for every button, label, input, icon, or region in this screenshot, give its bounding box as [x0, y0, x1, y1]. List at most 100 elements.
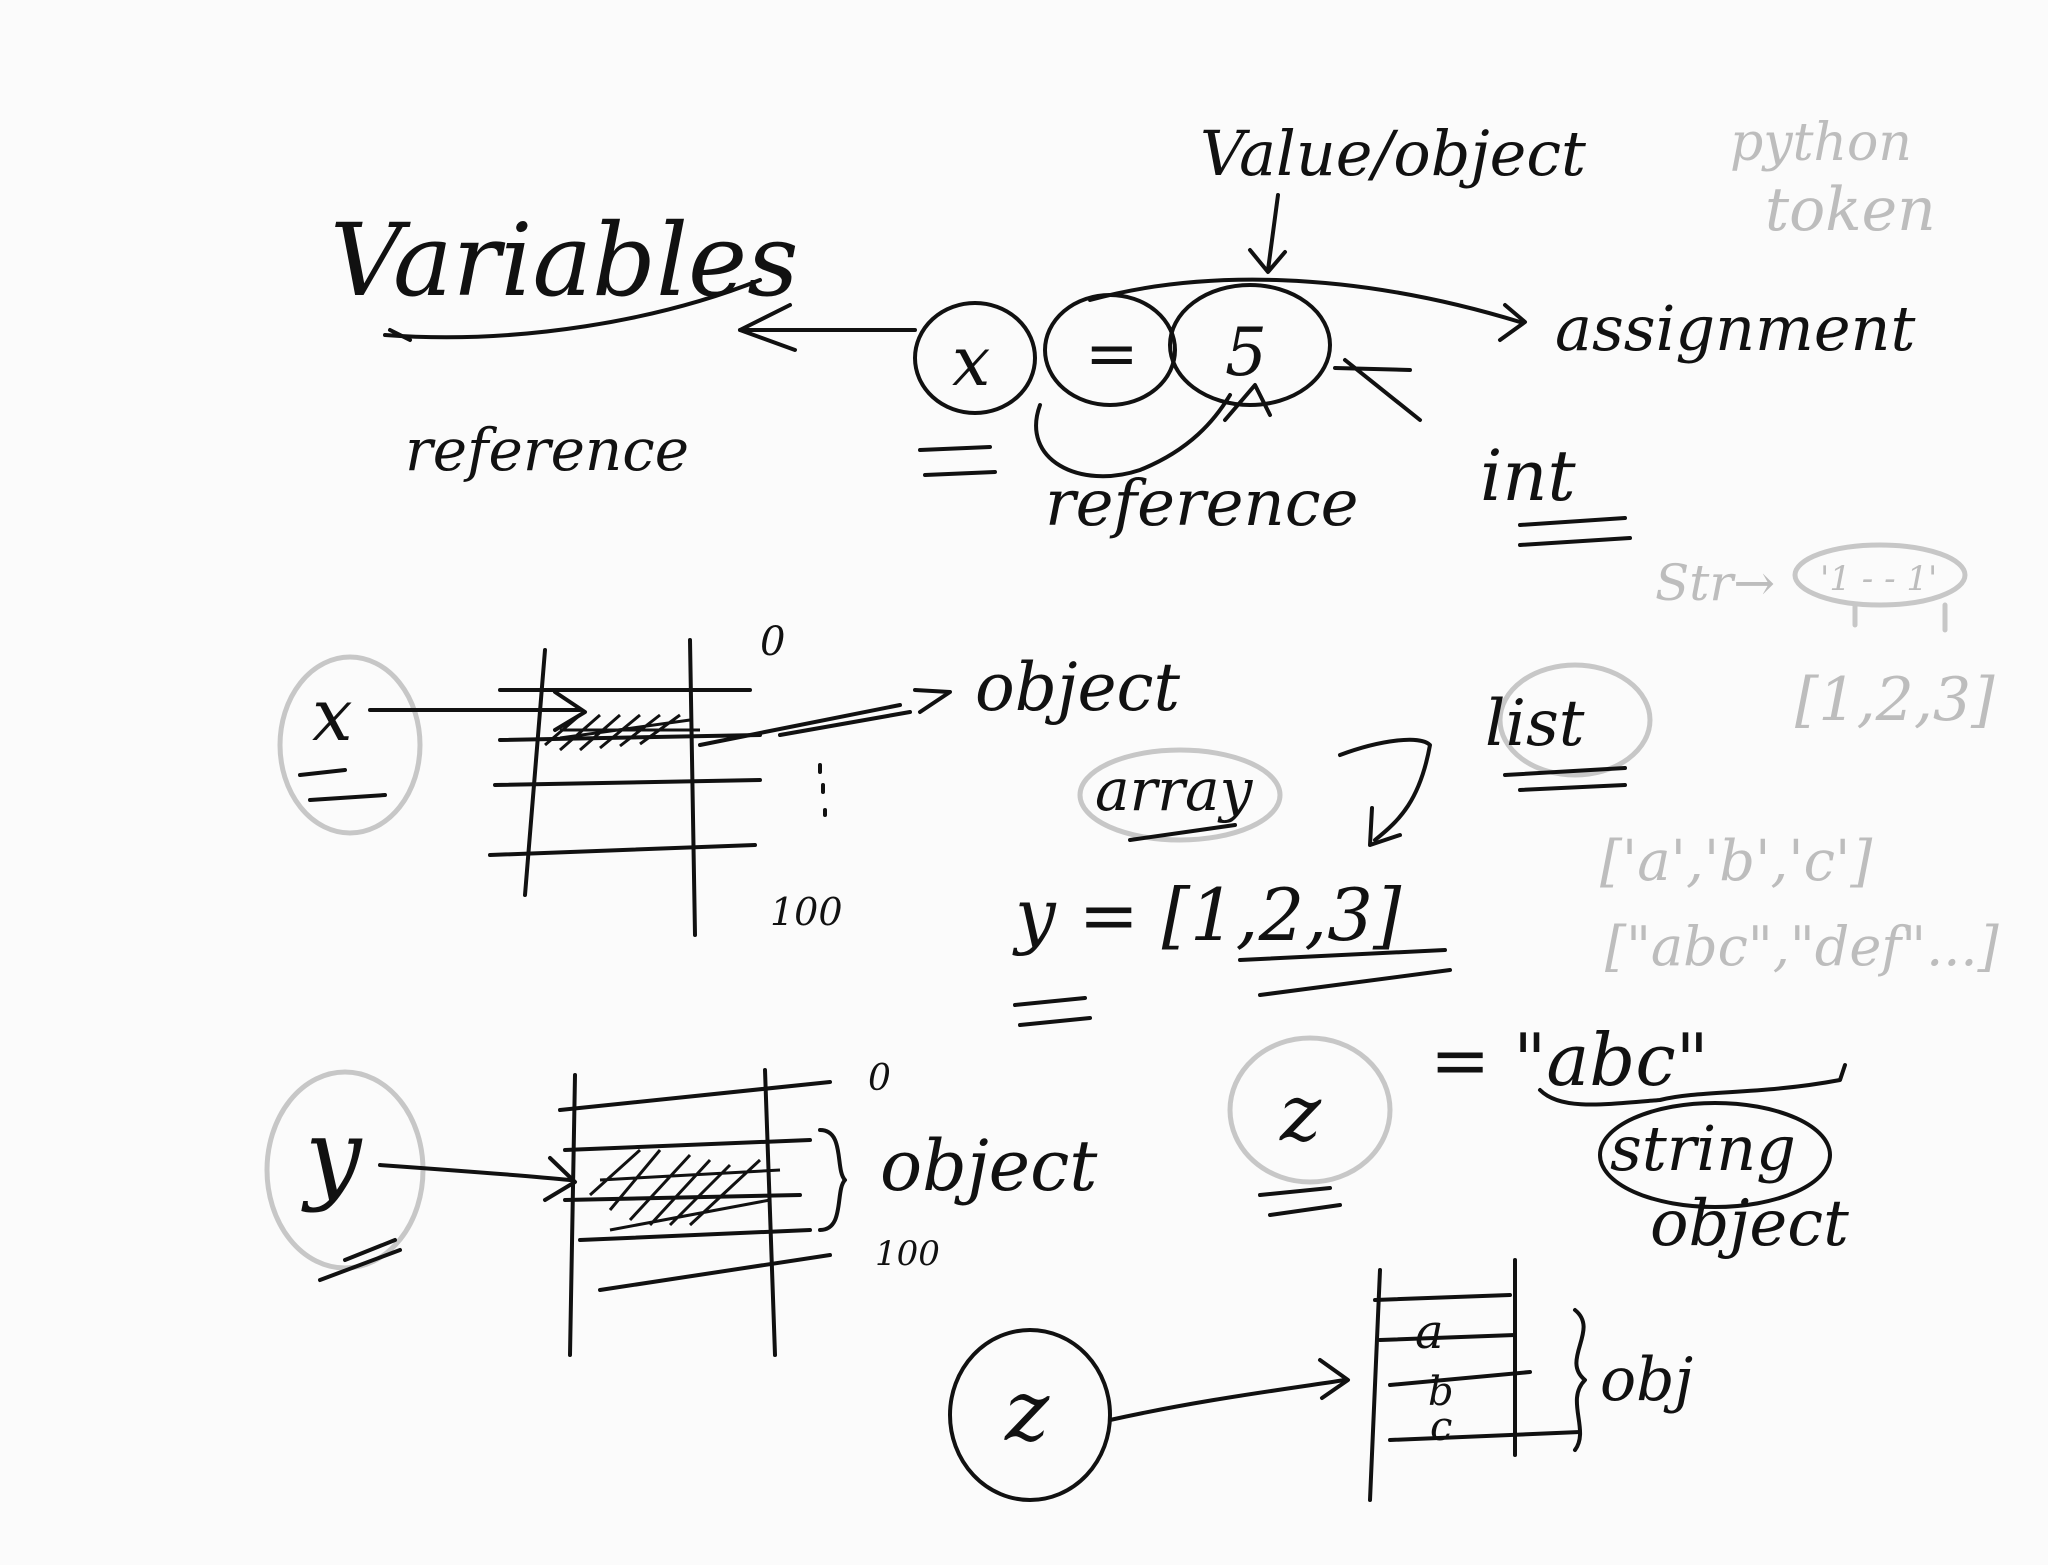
cell-a-label: a	[1415, 1304, 1444, 1360]
value-object-arrow	[1248, 193, 1287, 274]
z-string-group: z = "abc" string object	[1227, 1018, 1849, 1261]
array-list-group: array list y = [1,2,3]	[1012, 662, 1653, 1027]
value-object-group: Value/object	[1200, 117, 1586, 274]
list-label: list	[1485, 687, 1585, 761]
x-symbol: x	[952, 323, 990, 402]
dotted-marks	[818, 763, 827, 817]
assignment-group: assignment	[1088, 277, 1915, 422]
z-grid-h4	[1388, 1430, 1582, 1442]
list-underline	[1503, 766, 1627, 792]
list-ellipse	[1497, 662, 1653, 778]
list-small-label: [1,2,3]	[1795, 665, 1995, 735]
object-middle-label: object	[975, 649, 1180, 726]
y-to-array-arrow	[378, 1163, 572, 1182]
assignment-arrow	[1088, 277, 1522, 324]
circle-x-middle	[277, 654, 423, 836]
str-ellipse	[1792, 542, 1968, 608]
y-bottom-symbol: y	[301, 1097, 363, 1214]
int-underline	[1518, 516, 1632, 547]
five-up-arrow	[1223, 383, 1272, 422]
value-object-label: Value/object	[1200, 117, 1586, 190]
x-array-group: x 0 100 object	[277, 619, 1180, 937]
x-double-underline	[298, 768, 387, 802]
object-2-label: object	[1650, 1187, 1849, 1261]
z-grid-h1	[1373, 1293, 1512, 1302]
string-ellipse	[1598, 1101, 1832, 1209]
y-bottom-underline	[318, 1238, 402, 1282]
z-grid-h3	[1388, 1370, 1532, 1387]
z-assign-label: = "abc"	[1430, 1018, 1709, 1102]
y-array-group: y 0 object 100	[264, 1058, 1098, 1357]
y-cell-zero: 0	[868, 1058, 891, 1099]
z-abc-brace	[1538, 1063, 1847, 1107]
circle-z-bottom	[948, 1328, 1112, 1502]
double-underline-eq	[918, 445, 997, 477]
y-grid-h2	[563, 1138, 812, 1152]
array-ellipse	[1077, 747, 1283, 843]
y-grid-v2	[763, 1068, 777, 1357]
int-group: int	[1480, 435, 1632, 547]
reference-left-group: reference	[405, 416, 689, 484]
array-grid-v1	[523, 648, 547, 897]
reference-bottom-group: reference	[1045, 467, 1358, 541]
array-grid-v2	[688, 638, 697, 937]
reference-left-label: reference	[405, 416, 689, 484]
y-array-hatch	[588, 1148, 781, 1232]
array-to-list-arrow	[1338, 737, 1432, 842]
z-obj-brace	[1573, 1308, 1587, 1452]
title-underline-tick	[388, 328, 412, 342]
str-note-group: Str→ '1 - - 1' [1,2,3] ['a','b','c'] ["a…	[1600, 542, 2000, 978]
arrow-to-variables	[738, 303, 917, 352]
y-assign-label: y = [1,2,3]	[1012, 873, 1402, 957]
y-grid-h1	[558, 1080, 832, 1112]
y-grid-v1	[568, 1073, 577, 1357]
y-assign-underline	[1238, 948, 1452, 997]
string-label: string	[1610, 1112, 1796, 1185]
array-hatch	[544, 713, 700, 752]
int-label: int	[1480, 435, 1576, 517]
str-ticks	[1852, 602, 1948, 633]
cell-hundred-label: 100	[770, 890, 843, 934]
title-variables-group: Variables	[330, 202, 799, 342]
assignment-label: assignment	[1555, 292, 1915, 365]
y-object-brace	[818, 1128, 847, 1232]
array-grid-h4	[488, 843, 757, 857]
circle-z	[1227, 1035, 1393, 1185]
circle-five	[1168, 283, 1332, 407]
x-middle-symbol: x	[312, 673, 353, 757]
z-double-underline	[1258, 1186, 1342, 1217]
python-label: python	[1730, 113, 1912, 173]
x-eq-5-group: x = 5	[913, 283, 1332, 479]
cell-c-label: c	[1430, 1404, 1452, 1450]
list-strings-label: ["abc","def"...]	[1605, 915, 2000, 978]
title-underline	[383, 278, 762, 340]
z-symbol: z	[1279, 1069, 1322, 1159]
y-grid-h4	[578, 1228, 812, 1242]
eq-symbol: =	[1085, 317, 1139, 391]
int-pointer-2	[1333, 366, 1412, 372]
z-memory-group: z a b c obj	[948, 1258, 1693, 1502]
array-strike	[698, 703, 912, 747]
array-label: array	[1095, 756, 1254, 824]
y-double-underline	[1013, 996, 1092, 1027]
object-bottom-label: object	[880, 1125, 1098, 1207]
str-label: Str→	[1655, 554, 1775, 612]
z-grid-h2	[1378, 1333, 1517, 1342]
title-variables: Variables	[330, 202, 799, 319]
token-label: token	[1765, 175, 1936, 245]
y-cell-hundred: 100	[875, 1234, 940, 1274]
circle-x	[913, 301, 1037, 415]
y-grid-h5	[598, 1253, 832, 1292]
cell-b-label: b	[1428, 1369, 1454, 1415]
reference-arc	[1034, 393, 1232, 479]
z-grid-v1	[1368, 1268, 1382, 1502]
str-cells: '1 - - 1'	[1820, 559, 1937, 599]
list-chars-label: ['a','b','c']	[1600, 829, 1872, 894]
obj-label: obj	[1600, 1345, 1693, 1415]
z-to-cells-arrow	[1108, 1378, 1347, 1422]
z-bottom-symbol: z	[1004, 1362, 1050, 1460]
array-underline	[1128, 823, 1237, 842]
reference-bottom-label: reference	[1045, 467, 1358, 541]
five-symbol: 5	[1225, 314, 1267, 391]
